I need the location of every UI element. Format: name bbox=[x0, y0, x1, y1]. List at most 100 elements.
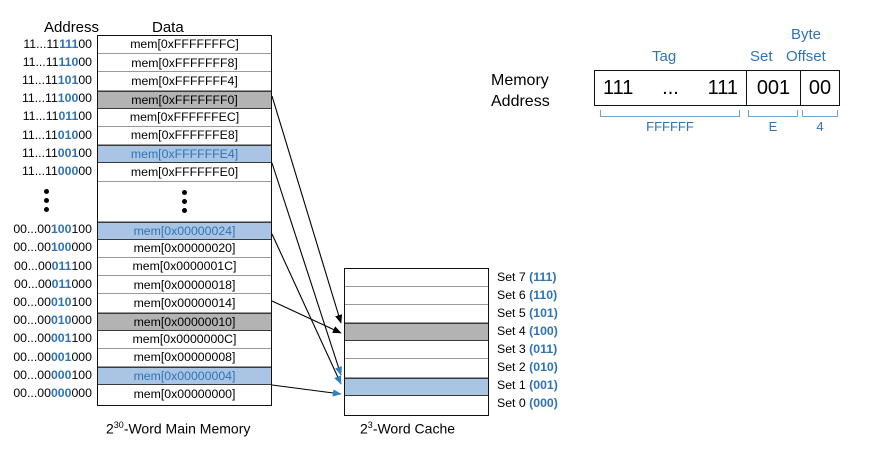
memory-data-column-header: Data bbox=[152, 19, 184, 36]
memory-row: mem[0x00000008] bbox=[98, 349, 271, 368]
byte-offset-field-box: 00 bbox=[808, 76, 832, 99]
memory-row: mem[0xFFFFFFEC] bbox=[98, 108, 271, 127]
memory-address-label: 00...00011100 bbox=[14, 258, 92, 273]
memory-cell-value: mem[0xFFFFFFF4] bbox=[131, 73, 238, 88]
memory-cell-value: mem[0xFFFFFFE8] bbox=[130, 128, 239, 143]
arrow-00000004-to-set1 bbox=[271, 384, 342, 397]
memory-row: mem[0x00000000] bbox=[98, 385, 271, 404]
memory-cell-value: mem[0x00000014] bbox=[133, 295, 236, 310]
arrow-00000010-to-set4 bbox=[271, 300, 342, 334]
byte-offset-field-name-line2: Offset bbox=[786, 48, 826, 65]
memory-row-ellipsis bbox=[98, 181, 271, 222]
memory-address-label: 00...00100000 bbox=[13, 240, 92, 255]
memory-address-column-header: Address bbox=[44, 19, 100, 36]
memory-address-label-line1: Memory bbox=[491, 72, 549, 89]
memory-row: mem[0x00000020] bbox=[98, 239, 271, 258]
memory-address-label: 00...00000000 bbox=[13, 386, 92, 400]
memory-row: mem[0x0000000C] bbox=[98, 330, 271, 349]
memory-cell-value: mem[0xFFFFFFF8] bbox=[131, 55, 238, 70]
cache-caption: 23-Word Cache bbox=[360, 420, 455, 437]
memory-address-label: 11...1100000 bbox=[22, 164, 92, 178]
byte-offset-brace bbox=[802, 110, 838, 117]
memory-row: mem[0xFFFFFFF4] bbox=[98, 72, 271, 91]
set-hex-label: E bbox=[768, 119, 778, 134]
memory-cell-value: mem[0x00000010] bbox=[133, 314, 236, 329]
cache-set-label: Set 1 (001) bbox=[497, 378, 558, 393]
memory-row: mem[0x00000004] bbox=[98, 367, 271, 386]
cache-set-row bbox=[345, 341, 488, 360]
memory-row: mem[0x00000018] bbox=[98, 276, 271, 295]
memory-address-label: 00...00010100 bbox=[13, 295, 92, 309]
memory-address-label: 11...1101000 bbox=[22, 127, 92, 142]
memory-row: mem[0xFFFFFFE4] bbox=[98, 145, 271, 164]
cache-set-label: Set 5 (101) bbox=[497, 305, 558, 320]
memory-row: mem[0x00000024] bbox=[98, 221, 271, 240]
memory-address-label: 00...00001100 bbox=[13, 331, 92, 346]
arrow-ffffff0-to-set4 bbox=[271, 95, 343, 324]
cache-set-label: Set 2 (010) bbox=[497, 360, 558, 375]
cache-set-row bbox=[345, 287, 488, 306]
tag-field-name: Tag bbox=[652, 48, 677, 65]
memory-cell-value: mem[0xFFFFFFEC] bbox=[129, 110, 240, 125]
memory-cell-value: mem[0x00000000] bbox=[133, 387, 236, 402]
main-memory-caption-text: -Word Main Memory bbox=[123, 420, 251, 437]
cache-table bbox=[344, 268, 489, 416]
set-field-name: Set bbox=[750, 48, 773, 65]
memory-address-label: 11...1111000 bbox=[22, 54, 92, 69]
set-brace bbox=[748, 110, 798, 117]
memory-address-label: 00...00100100 bbox=[13, 222, 92, 237]
memory-address-label: 11...1111100 bbox=[23, 36, 92, 51]
address-field-boxes: 111 ... 111 001 00 bbox=[594, 70, 840, 106]
memory-address-label: 00...00001000 bbox=[13, 349, 92, 364]
tag-bits-left: 111 bbox=[603, 76, 634, 99]
cache-set-label: Set 4 (100) bbox=[497, 323, 558, 338]
memory-cell-value: mem[0x00000008] bbox=[133, 350, 236, 365]
memory-cell-value: mem[0x00000004] bbox=[133, 369, 236, 384]
memory-row: mem[0xFFFFFFF0] bbox=[98, 90, 271, 109]
vertical-ellipsis-icon bbox=[182, 189, 187, 213]
cache-set-row bbox=[345, 305, 488, 324]
cache-set-row bbox=[345, 269, 488, 288]
byte-offset-field-name-line1: Byte bbox=[791, 26, 822, 43]
memory-row: mem[0x00000014] bbox=[98, 294, 271, 313]
cache-set-label: Set 0 (000) bbox=[497, 396, 558, 411]
tag-hex-label: FFFFFF bbox=[646, 119, 694, 134]
memory-cell-value: mem[0xFFFFFFFC] bbox=[130, 37, 239, 52]
memory-address-label: 11...1101100 bbox=[22, 109, 92, 124]
memory-row: mem[0xFFFFFFF8] bbox=[98, 54, 271, 73]
byte-offset-hex-label: 4 bbox=[816, 119, 824, 134]
memory-address-label: 00...00000100 bbox=[13, 367, 92, 382]
memory-address-label: 00...00011000 bbox=[14, 276, 92, 291]
tag-field-box: 111 ... 111 bbox=[595, 71, 747, 105]
memory-cell-value: mem[0x0000000C] bbox=[132, 332, 237, 347]
memory-cell-value: mem[0x00000024] bbox=[133, 223, 236, 238]
arrow-ffffffe4-to-set1 bbox=[271, 162, 342, 376]
cache-set-label: Set 6 (110) bbox=[497, 287, 558, 302]
memory-address-ellipsis-icon bbox=[0, 188, 92, 214]
main-memory-caption-base: 2 bbox=[106, 420, 114, 437]
cache-set-row bbox=[345, 377, 488, 396]
cache-set-row bbox=[345, 323, 488, 342]
tag-brace bbox=[600, 110, 740, 117]
cache-caption-base: 2 bbox=[360, 420, 368, 437]
memory-row: mem[0x0000001C] bbox=[98, 258, 271, 277]
memory-row: mem[0xFFFFFFFC] bbox=[98, 36, 271, 55]
cache-caption-exponent: 3 bbox=[367, 420, 373, 430]
memory-address-label: 11...1100100 bbox=[22, 145, 92, 160]
tag-bits-right: 111 bbox=[707, 76, 738, 99]
memory-cell-value: mem[0x00000018] bbox=[133, 277, 236, 292]
arrow-00000024-to-set1 bbox=[271, 233, 342, 385]
memory-cell-value: mem[0xFFFFFFF0] bbox=[131, 92, 238, 107]
memory-address-label-line2: Address bbox=[491, 93, 550, 110]
cache-set-row bbox=[345, 359, 488, 378]
main-memory-table: mem[0xFFFFFFFC] mem[0xFFFFFFF8] mem[0xFFFF… bbox=[97, 35, 272, 406]
memory-cell-value: mem[0xFFFFFFE0] bbox=[130, 164, 239, 179]
tag-bits-ellipsis: ... bbox=[662, 76, 679, 99]
cache-caption-text: -Word Cache bbox=[372, 420, 456, 437]
memory-row: mem[0xFFFFFFE8] bbox=[98, 127, 271, 146]
main-memory-caption-exponent: 30 bbox=[113, 420, 124, 430]
cache-set-label: Set 7 (111) bbox=[497, 269, 557, 284]
memory-row: mem[0xFFFFFFE0] bbox=[98, 163, 271, 182]
memory-cell-value: mem[0x0000001C] bbox=[132, 259, 237, 274]
